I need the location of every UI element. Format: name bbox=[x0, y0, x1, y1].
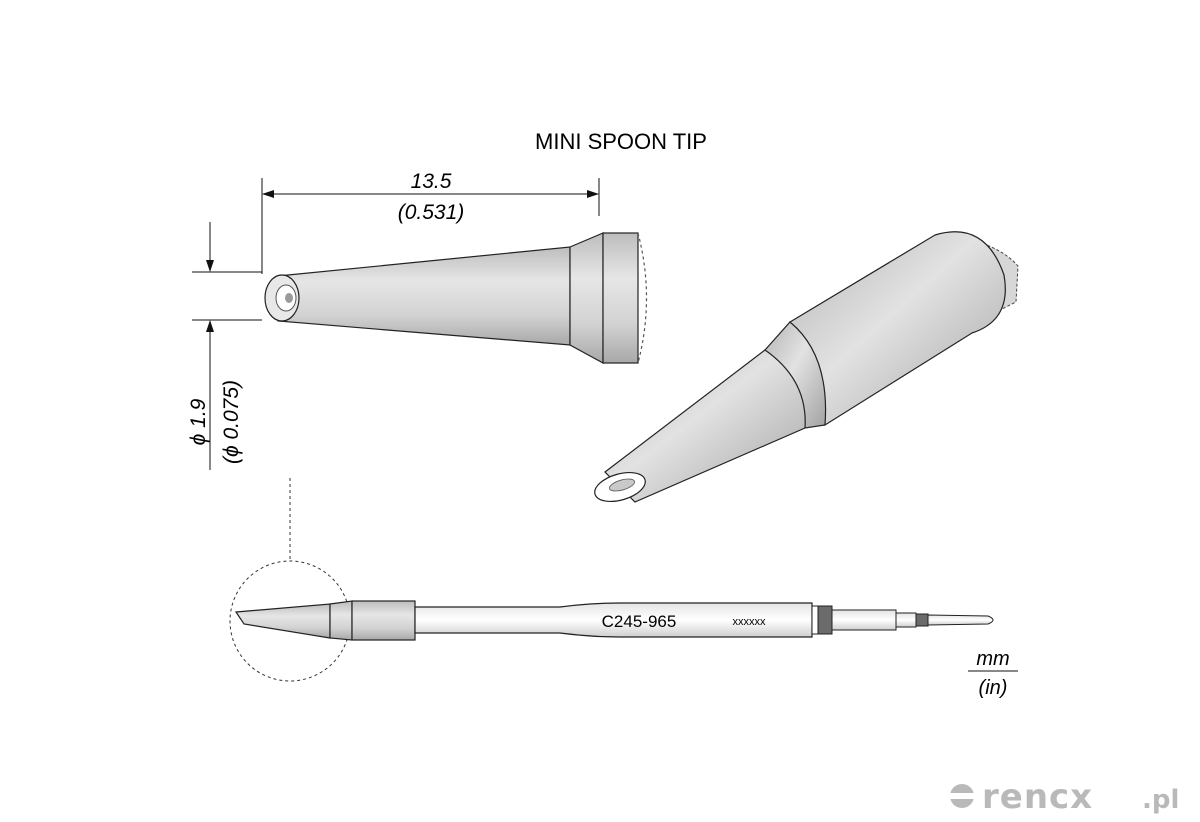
length-mm-label: 13.5 bbox=[411, 170, 452, 193]
watermark-text: rencx bbox=[982, 777, 1093, 817]
cartridge-full-view: C245-965 xxxxxx bbox=[234, 600, 994, 641]
diameter-dimension: ϕ 1.9 (ϕ 0.075) bbox=[187, 222, 262, 470]
units-legend: mm (in) bbox=[968, 648, 1018, 699]
unit-mm-label: mm bbox=[976, 648, 1009, 670]
watermark-suffix: .pl bbox=[1142, 785, 1179, 815]
diameter-in-label: (ϕ 0.075) bbox=[220, 380, 243, 464]
diameter-mm-label: ϕ 1.9 bbox=[187, 398, 210, 445]
length-in-label: (0.531) bbox=[398, 201, 465, 224]
drawing-title: MINI SPOON TIP bbox=[535, 129, 707, 154]
watermark-logo: rencx .pl bbox=[950, 777, 1179, 817]
detail-callout bbox=[229, 478, 351, 682]
tip-isometric-view bbox=[594, 231, 1019, 503]
length-dimension: 13.5 (0.531) bbox=[261, 170, 600, 274]
unit-in-label: (in) bbox=[979, 677, 1008, 699]
part-number-label: C245-965 bbox=[602, 612, 677, 631]
tip-side-view bbox=[264, 232, 648, 365]
serial-label: xxxxxx bbox=[733, 616, 767, 628]
